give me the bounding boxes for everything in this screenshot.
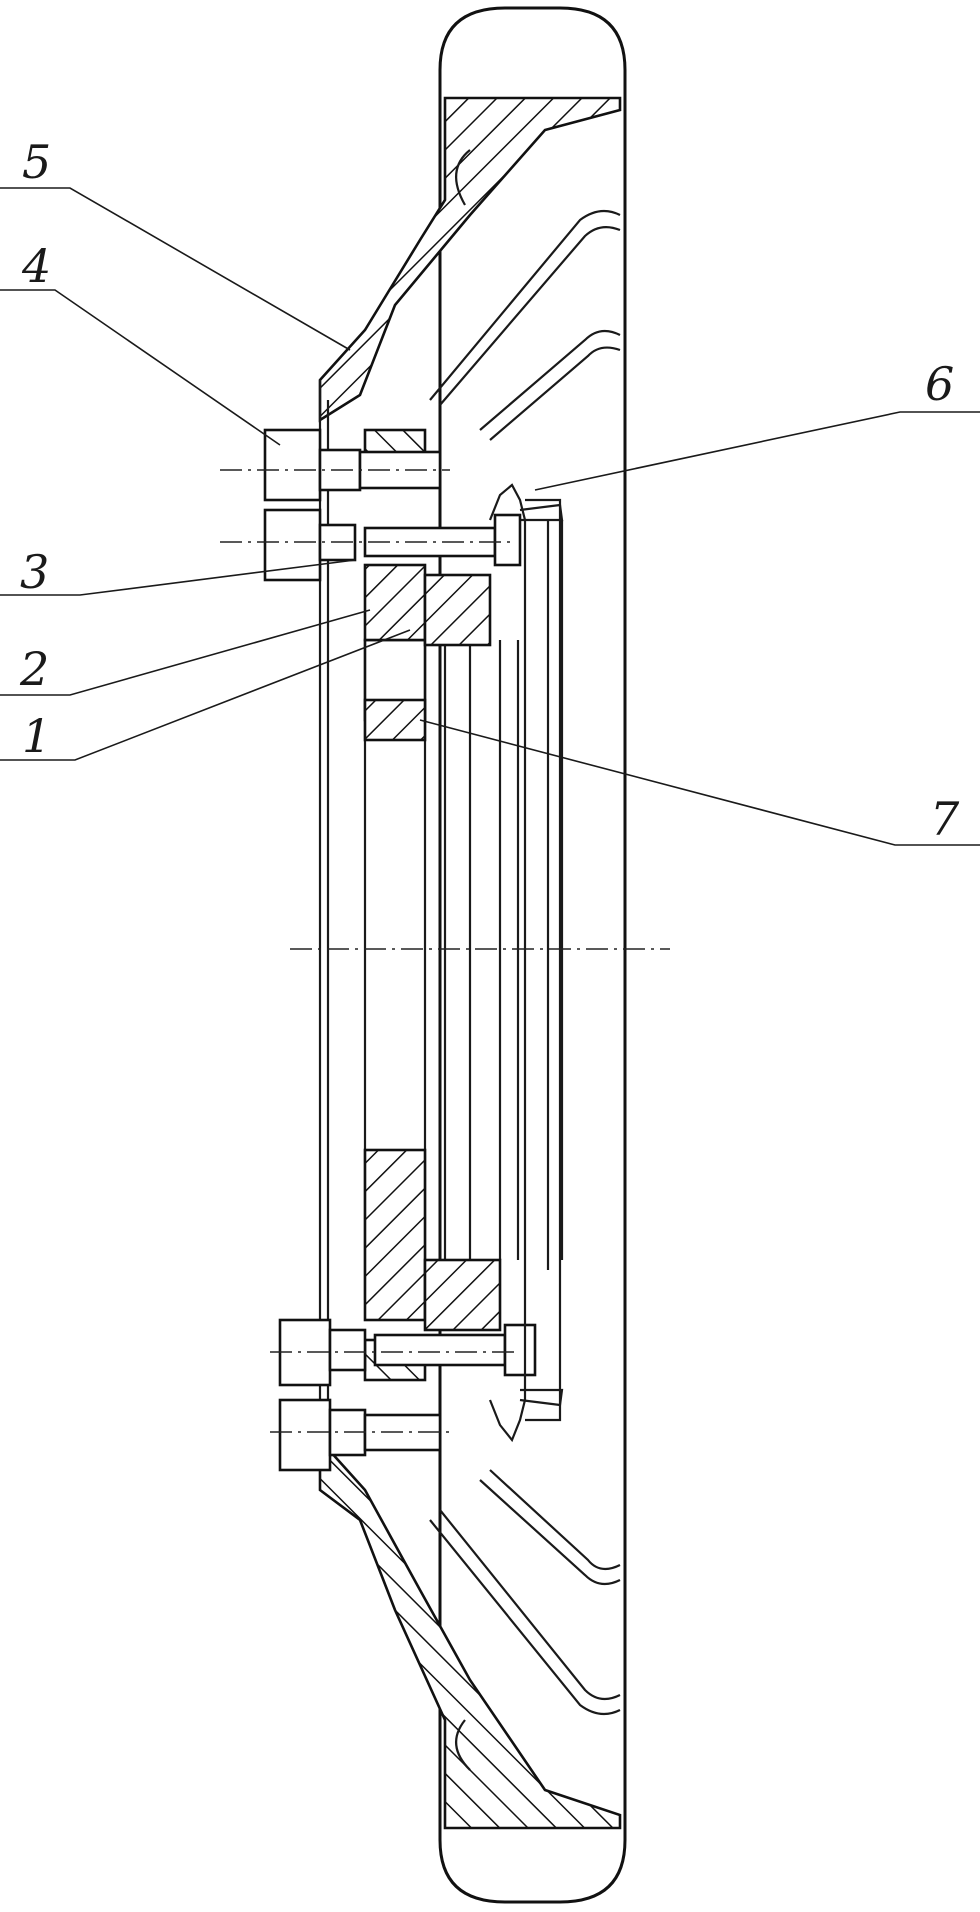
bushing-2: [363, 563, 492, 647]
bolt-lower-1: [270, 1318, 537, 1387]
leader-lines: [0, 187, 980, 846]
label-1: 1: [22, 709, 51, 763]
bolt-lower-2: [270, 1398, 450, 1472]
outer-rim: [438, 6, 627, 1904]
label-2: 2: [19, 642, 49, 696]
lower-hub-section: [318, 1436, 622, 1830]
upper-hub-section: [318, 96, 622, 441]
sprocket-6: [488, 483, 562, 1443]
label-7: 7: [930, 792, 960, 846]
flange-disc: [318, 380, 564, 1440]
label-3: 3: [20, 545, 49, 599]
label-4: 4: [21, 239, 51, 293]
bolt-upper-1: [220, 428, 450, 502]
label-6: 6: [925, 357, 954, 411]
ring-1: [363, 638, 502, 1332]
label-5: 5: [22, 135, 51, 189]
